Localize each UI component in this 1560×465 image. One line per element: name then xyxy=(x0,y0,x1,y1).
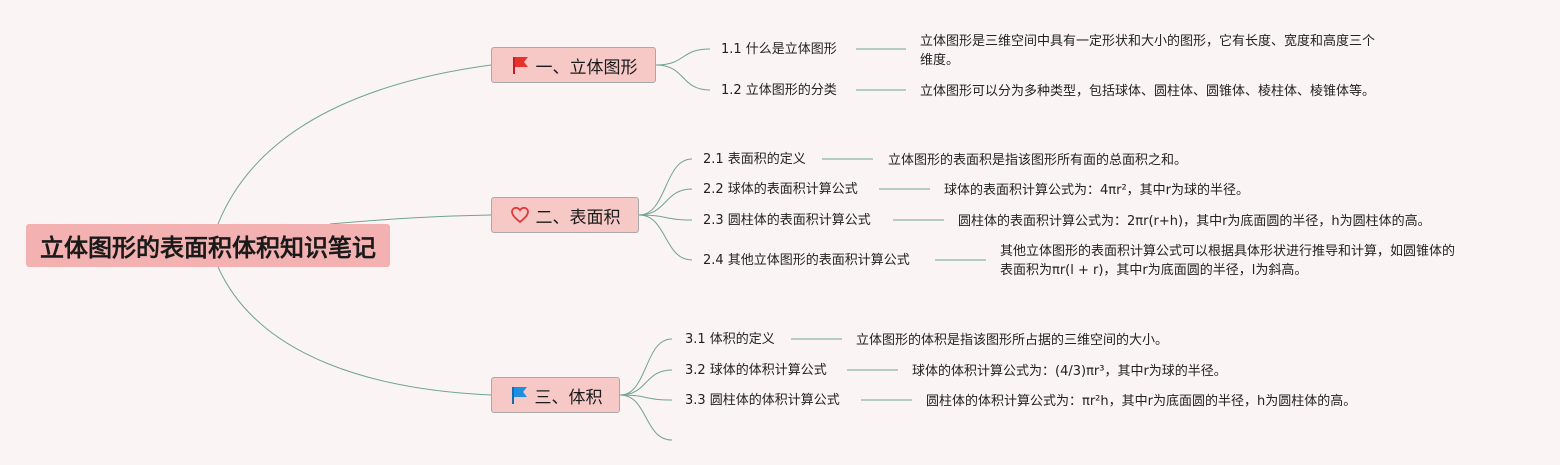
branch3-link-topic-1 xyxy=(619,338,673,396)
topic-2-4[interactable]: 2.4 其他立体图形的表面积计算公式 xyxy=(703,253,910,268)
heart-icon xyxy=(510,206,529,224)
desc-line: 立体图形的体积是指该图形所占据的三维空间的大小。 xyxy=(856,333,1169,348)
desc-line: 球体的体积计算公式为：(4/3)πr³，其中r为球的半径。 xyxy=(912,364,1227,379)
branch1-link-topic-1 xyxy=(655,48,711,66)
topic-2-3[interactable]: 2.3 圆柱体的表面积计算公式 xyxy=(703,213,871,228)
branch1-link-topic-2 xyxy=(655,64,711,91)
desc-line: 立体图形是三维空间中具有一定形状和大小的图形，它有长度、宽度和高度三个 xyxy=(920,34,1376,49)
desc-2-1: 立体图形的表面积是指该图形所有面的总面积之和。 xyxy=(888,151,1288,170)
branch2-link-topic-4 xyxy=(638,214,693,261)
branch3-link-topic-2 xyxy=(619,369,673,396)
desc-line: 立体图形的表面积是指该图形所有面的总面积之和。 xyxy=(888,153,1188,168)
desc-2-3: 圆柱体的表面积计算公式为：2πr(r+h)，其中r为底面圆的半径，h为圆柱体的高… xyxy=(958,212,1518,231)
desc-3-3: 圆柱体的体积计算公式为：πr²h，其中r为底面圆的半径，h为圆柱体的高。 xyxy=(926,392,1466,411)
desc-2-2: 球体的表面积计算公式为：4πr²，其中r为球的半径。 xyxy=(944,181,1344,200)
red-flag-icon xyxy=(512,57,528,74)
desc-2-4: 其他立体图形的表面积计算公式可以根据具体形状进行推导和计算，如圆锥体的 表面积为… xyxy=(1000,242,1540,280)
topic-2-2[interactable]: 2.2 球体的表面积计算公式 xyxy=(703,182,858,197)
topic-1-2[interactable]: 1.2 立体图形的分类 xyxy=(721,83,837,98)
topic-3-3[interactable]: 3.3 圆柱体的体积计算公式 xyxy=(685,393,840,408)
desc-1-2: 立体图形可以分为多种类型，包括球体、圆柱体、圆锥体、棱柱体、棱锥体等。 xyxy=(920,82,1520,101)
desc-1-1: 立体图形是三维空间中具有一定形状和大小的图形，它有长度、宽度和高度三个 维度。 xyxy=(920,32,1430,70)
desc-line: 其他立体图形的表面积计算公式可以根据具体形状进行推导和计算，如圆锥体的 xyxy=(1000,244,1456,259)
desc-3-1: 立体图形的体积是指该图形所占据的三维空间的大小。 xyxy=(856,331,1276,350)
desc-line: 立体图形可以分为多种类型，包括球体、圆柱体、圆锥体、棱柱体、棱锥体等。 xyxy=(920,84,1376,99)
root-link-branch-1 xyxy=(217,64,492,225)
desc-line: 表面积为πr(l + r)，其中r为底面圆的半径，l为斜高。 xyxy=(1000,263,1308,278)
root-node[interactable]: 立体图形的表面积体积知识笔记 xyxy=(26,224,390,267)
branch-volume[interactable]: 三、体积 xyxy=(491,377,620,413)
root-title: 立体图形的表面积体积知识笔记 xyxy=(40,234,376,262)
desc-line: 圆柱体的表面积计算公式为：2πr(r+h)，其中r为底面圆的半径，h为圆柱体的高… xyxy=(958,214,1431,229)
desc-line: 球体的表面积计算公式为：4πr²，其中r为球的半径。 xyxy=(944,183,1249,198)
branch3-link-topic-3 xyxy=(619,394,673,401)
topic-3-2[interactable]: 3.2 球体的体积计算公式 xyxy=(685,363,827,378)
topic-1-1[interactable]: 1.1 什么是立体图形 xyxy=(721,42,837,57)
branch2-link-topic-2 xyxy=(638,188,693,216)
branch-title: 二、表面积 xyxy=(535,207,621,228)
branch-solid-figures[interactable]: 一、立体图形 xyxy=(491,47,656,83)
topic-2-1[interactable]: 2.1 表面积的定义 xyxy=(703,152,806,167)
desc-line: 圆柱体的体积计算公式为：πr²h，其中r为底面圆的半径，h为圆柱体的高。 xyxy=(926,394,1357,409)
root-link-branch-3 xyxy=(217,266,492,396)
desc-line: 维度。 xyxy=(920,53,960,68)
branch2-link-topic-1 xyxy=(638,158,693,216)
branch-surface-area[interactable]: 二、表面积 xyxy=(491,197,639,233)
blue-flag-icon xyxy=(511,387,527,404)
branch2-link-topic-3 xyxy=(638,214,693,221)
branch-title: 一、立体图形 xyxy=(535,57,638,78)
desc-3-2: 球体的体积计算公式为：(4/3)πr³，其中r为球的半径。 xyxy=(912,362,1332,381)
branch-title: 三、体积 xyxy=(534,387,603,408)
branch3-link-topic-4 xyxy=(619,394,673,441)
root-link-branch-2 xyxy=(329,214,492,225)
topic-3-1[interactable]: 3.1 体积的定义 xyxy=(685,332,775,347)
